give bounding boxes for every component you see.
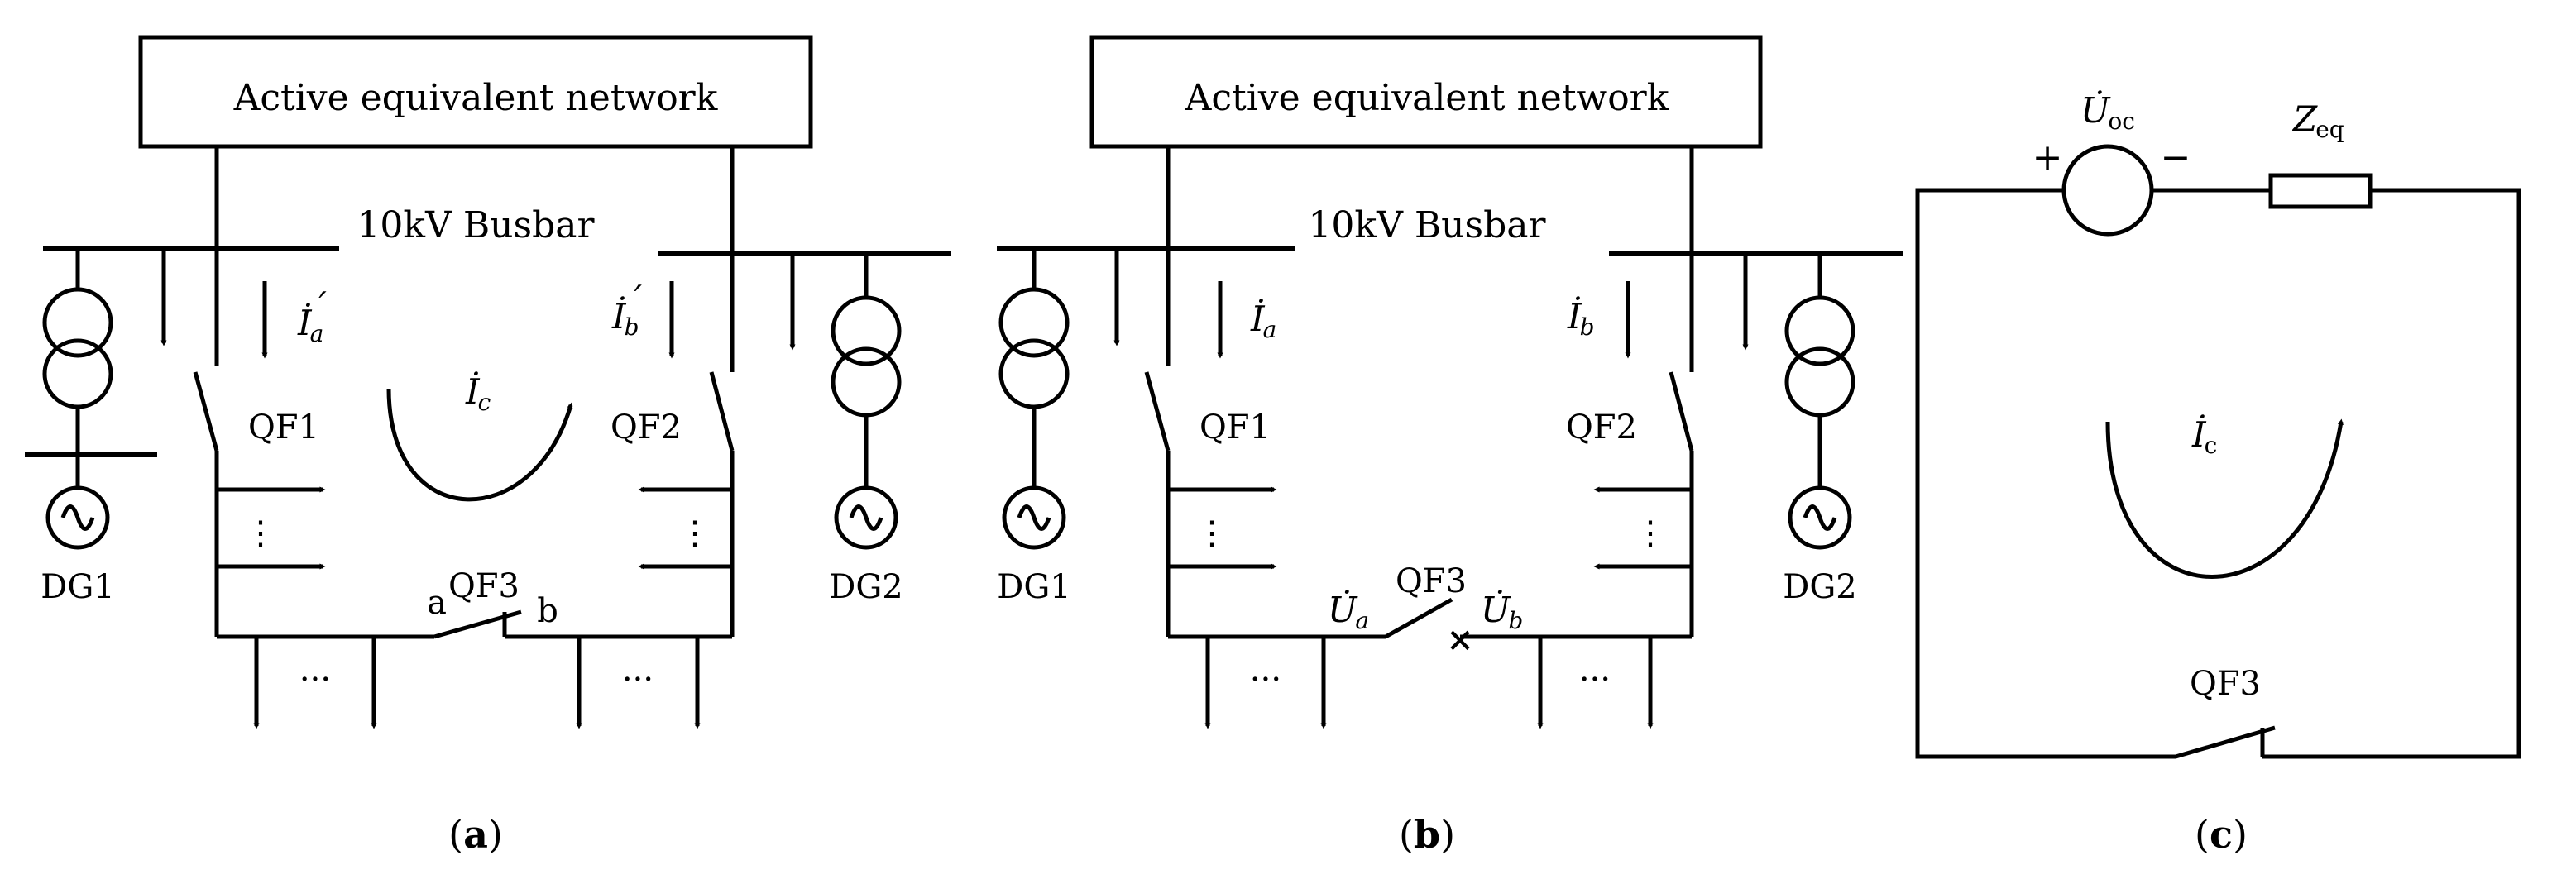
qf3-label-c: QF3 bbox=[2190, 665, 2261, 703]
busbar-label-a: 10kV Busbar bbox=[357, 204, 595, 246]
loop-top-left-c bbox=[1915, 188, 2176, 759]
dg2-label-b: DG2 bbox=[1783, 568, 1856, 606]
loop-current-arrow-c bbox=[2105, 418, 2344, 579]
current-ib-label-b: İb bbox=[1567, 295, 1595, 341]
transformer-upper-a-right bbox=[831, 295, 902, 366]
loop-top-right-c bbox=[2262, 188, 2521, 759]
qf2-switch-a bbox=[709, 371, 735, 452]
current-ic-label-c: İc bbox=[2191, 413, 2217, 459]
dots-vertical-b2: ⋮ bbox=[1634, 514, 1667, 552]
dots-vertical-a2: ⋮ bbox=[678, 514, 711, 552]
caption-b: (b) bbox=[1399, 812, 1455, 857]
dg1-label-b: DG1 bbox=[997, 568, 1070, 606]
dots-horizontal-a1: ··· bbox=[299, 661, 331, 699]
dg1-source-b bbox=[1002, 485, 1066, 550]
qf1-switch-b bbox=[1144, 371, 1171, 452]
current-ic-label-a: İc bbox=[465, 370, 491, 416]
active-network-box-a bbox=[138, 35, 813, 149]
voltage-uoc-label: U̇oc bbox=[2080, 89, 2135, 135]
active-network-box-b bbox=[1089, 35, 1763, 149]
dots-horizontal-a2: ··· bbox=[622, 661, 654, 699]
dg2-label-a: DG2 bbox=[829, 568, 903, 606]
loop-current-arrow-a bbox=[386, 388, 573, 502]
voltage-ua-label: U̇a bbox=[1328, 589, 1369, 634]
busbar-label-b: 10kV Busbar bbox=[1308, 204, 1546, 246]
qf3-label-a: QF3 bbox=[448, 567, 520, 605]
transformer-upper-b-left bbox=[998, 287, 1070, 358]
dg2-source-a bbox=[834, 485, 898, 550]
dg1-label-a: DG1 bbox=[41, 568, 114, 606]
transformer-lower-b-right bbox=[1784, 346, 1855, 418]
voltage-source-c bbox=[2061, 144, 2154, 237]
impedance-zeq-c bbox=[2268, 173, 2373, 209]
qf3-switch-b bbox=[1384, 597, 1453, 639]
transformer-lower-b-left bbox=[998, 338, 1070, 409]
panel-b: Active equivalent network 10kV Busbar QF… bbox=[997, 35, 1903, 857]
transformer-lower-a-left bbox=[42, 338, 113, 409]
plus-sign-c: + bbox=[2033, 136, 2063, 179]
dg1-source-a bbox=[45, 485, 110, 550]
minus-sign-c: − bbox=[2161, 136, 2191, 179]
current-ib-label: İb′ bbox=[611, 278, 643, 341]
qf3-switch-c bbox=[2175, 725, 2276, 759]
transformer-upper-b-right bbox=[1784, 295, 1855, 366]
qf3-label-b: QF3 bbox=[1396, 562, 1467, 600]
panel-a: Active equivalent network 10kV Busbar QF… bbox=[25, 35, 951, 857]
qf3-switch-a bbox=[433, 609, 522, 639]
break-mark-b: × bbox=[1446, 620, 1474, 659]
qf2-label-b: QF2 bbox=[1566, 409, 1637, 447]
dots-vertical-a1: ⋮ bbox=[244, 514, 277, 552]
dots-horizontal-b1: ··· bbox=[1250, 661, 1281, 699]
node-a-label: a bbox=[427, 584, 447, 622]
qf1-label-a: QF1 bbox=[248, 409, 319, 447]
dg2-source-b bbox=[1788, 485, 1852, 550]
qf1-label-b: QF1 bbox=[1199, 409, 1271, 447]
dots-vertical-b1: ⋮ bbox=[1195, 514, 1228, 552]
current-ia-label-b: İa bbox=[1250, 298, 1276, 343]
qf2-label-a: QF2 bbox=[610, 409, 682, 447]
transformer-lower-a-right bbox=[831, 346, 902, 418]
dots-horizontal-b2: ··· bbox=[1579, 661, 1611, 699]
qf2-switch-b bbox=[1669, 371, 1694, 452]
transformer-upper-a-left bbox=[42, 287, 113, 358]
active-network-label-a: Active equivalent network bbox=[233, 77, 718, 119]
caption-a: (a) bbox=[448, 812, 503, 857]
current-ia-label: İa′ bbox=[297, 284, 327, 347]
panel-c: + − U̇oc Zeq QF3 İc (c) bbox=[1915, 89, 2521, 857]
qf1-switch-a bbox=[193, 371, 219, 452]
active-network-label-b: Active equivalent network bbox=[1185, 77, 1669, 119]
node-b-label: b bbox=[537, 592, 558, 630]
impedance-zeq-label: Zeq bbox=[2291, 98, 2344, 143]
voltage-ub-label: U̇b bbox=[1481, 589, 1523, 634]
caption-c: (c) bbox=[2195, 812, 2248, 857]
